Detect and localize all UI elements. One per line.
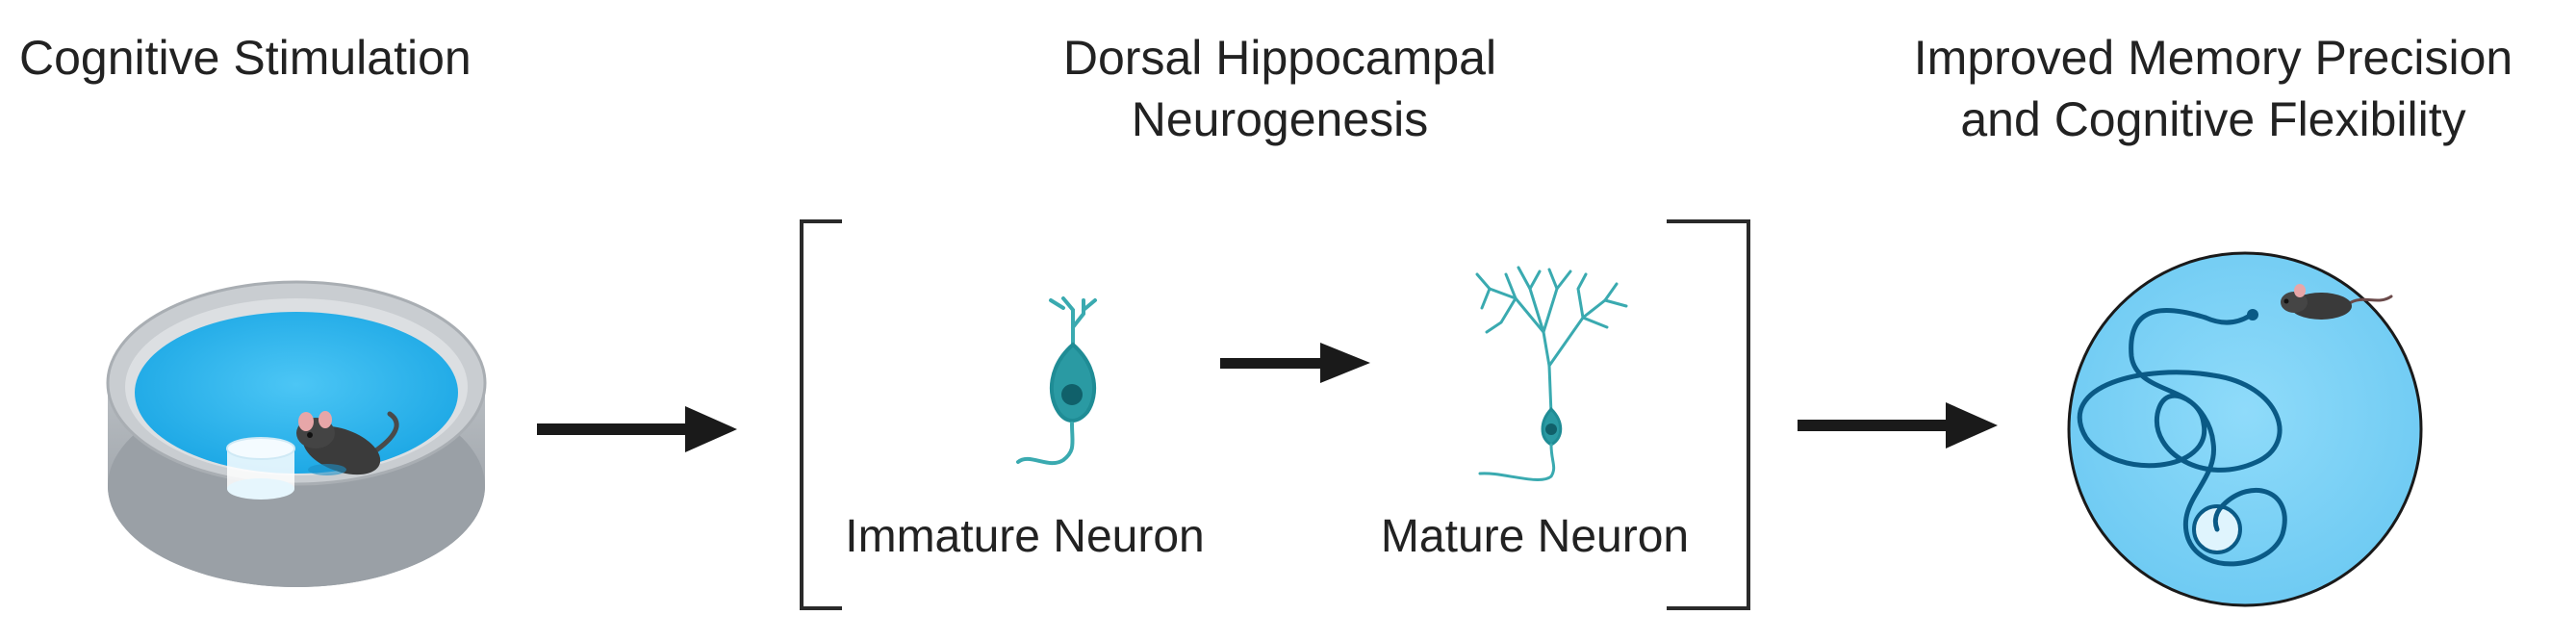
immature-neuron-icon <box>1016 296 1097 466</box>
platform-icon <box>226 437 295 500</box>
stage-3-title-line-1: Improved Memory Precision <box>1913 31 2513 85</box>
water-maze-icon <box>106 280 487 587</box>
arrow-3-icon <box>1798 402 1998 449</box>
morris-arena-icon <box>2067 251 2423 607</box>
mature-neuron-icon <box>1475 266 1628 481</box>
arrow-1-icon <box>537 406 737 452</box>
stage-1-title: Cognitive Stimulation <box>19 31 472 85</box>
stage-3-title: Improved Memory Precision and Cognitive … <box>1862 27 2564 150</box>
arrow-2-icon <box>1220 343 1370 383</box>
water-surface <box>135 312 458 474</box>
stage-3-title-line-2: and Cognitive Flexibility <box>1960 92 2466 146</box>
stage-2-title-line-1: Dorsal Hippocampal <box>1062 31 1497 85</box>
stage-2-title-line-2: Neurogenesis <box>1131 92 1429 146</box>
left-bracket <box>800 219 842 610</box>
swim-path <box>2077 307 2287 567</box>
immature-neuron-label: Immature Neuron <box>845 511 1205 562</box>
stage-2-title: Dorsal Hippocampal Neurogenesis <box>991 27 1569 150</box>
mouse-icon <box>296 411 399 475</box>
mature-neuron-label: Mature Neuron <box>1380 511 1690 562</box>
arena-mouse-icon <box>2281 284 2393 320</box>
right-bracket <box>1667 219 1750 610</box>
